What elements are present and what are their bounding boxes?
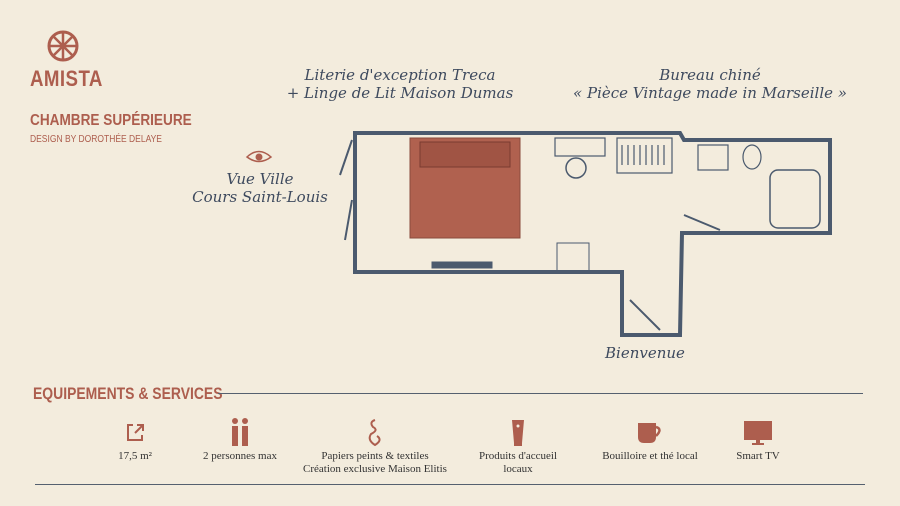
bedding-annotation: Literie d'exception Treca+ Linge de Lit … — [286, 66, 514, 102]
floor-plan — [339, 131, 832, 337]
area-icon — [127, 424, 144, 441]
toiletries-icon — [512, 420, 524, 446]
tv-icon — [744, 421, 772, 445]
logo-sun-icon — [47, 30, 79, 62]
equipment-section-title: EQUIPEMENTS & SERVICES — [33, 384, 223, 403]
bottom-divider — [35, 484, 865, 485]
brand-name: AMISTA — [30, 66, 103, 91]
entrance-label: Bienvenue — [605, 344, 685, 362]
room-title: CHAMBRE SUPÉRIEURE — [30, 112, 192, 129]
designer-credit: DESIGN BY DOROTHÉE DELAYE — [30, 134, 162, 145]
divider — [218, 393, 863, 394]
equipment-item-area: 17,5 m² — [50, 418, 220, 463]
persons-icon — [232, 418, 248, 446]
kettle-tea-icon — [638, 423, 661, 443]
desk-annotation: Bureau chiné« Pièce Vintage made in Mars… — [573, 66, 847, 102]
wallpaper-icon — [368, 419, 381, 447]
equipment-item-persons: 2 personnes max — [155, 418, 325, 463]
equipment-item-tv: Smart TV — [673, 418, 843, 463]
equipment-item-kettle: Bouilloire et thé local — [565, 418, 735, 463]
eye-icon — [245, 150, 273, 163]
